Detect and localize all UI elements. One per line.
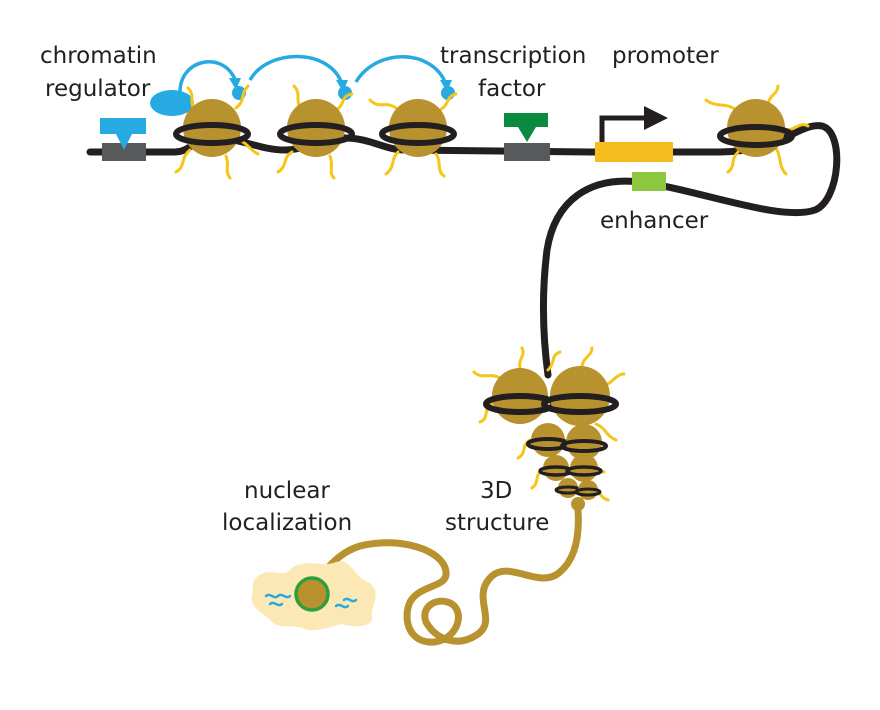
enhancer-element	[632, 172, 666, 191]
localization-spot	[294, 576, 330, 612]
transcription-factor-label: transcription factor	[440, 43, 594, 102]
chromatin-regulator-label: chromatin regulator	[40, 43, 164, 102]
nuclear-localization-label: nuclear localization	[222, 478, 352, 536]
3d-structure-label-line1: 3D	[480, 478, 512, 504]
arrowhead-icon	[229, 78, 452, 92]
chromatin-regulator-label-line2: regulator	[45, 76, 151, 102]
transcription-factor-label-line1: transcription	[440, 43, 586, 69]
tf-binding-site	[504, 143, 550, 161]
3d-structure-label-line2: structure	[445, 510, 549, 536]
3d-structure-label: 3D structure	[445, 478, 549, 536]
3d-structure-stack	[472, 346, 626, 511]
dna-strand	[86, 122, 841, 379]
nucleosome	[704, 84, 810, 176]
curved-arrow-icon	[178, 54, 448, 93]
enhancer-label: enhancer	[600, 208, 709, 234]
chromatin-regulator	[100, 90, 194, 150]
nucleosome	[368, 92, 458, 178]
nuclear-localization-label-line1: nuclear	[244, 478, 330, 504]
chromatin-regulator-label-line1: chromatin	[40, 43, 157, 69]
chromatin-fiber	[314, 506, 582, 646]
transcription-start-arrow-icon	[599, 106, 668, 142]
promoter-label: promoter	[612, 43, 719, 69]
nucleus	[251, 561, 376, 631]
nucleosome	[276, 84, 355, 180]
promoter-element	[595, 142, 673, 162]
transcription-factor-label-line2: factor	[478, 76, 546, 102]
regulator-binding-site	[102, 143, 146, 161]
nucleosome	[173, 84, 260, 180]
transcription-factor	[504, 113, 548, 142]
nuclear-localization-label-line2: localization	[222, 510, 352, 536]
